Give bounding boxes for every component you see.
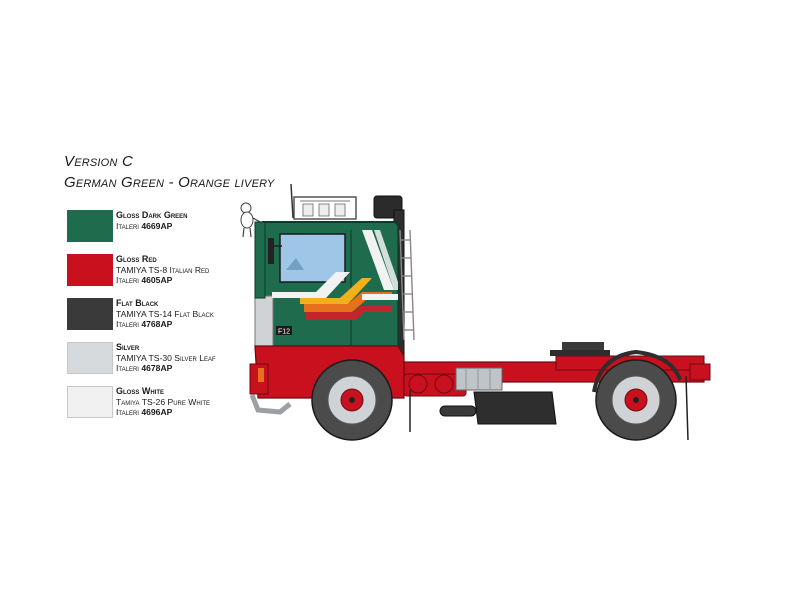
paint-name: Gloss White <box>116 386 164 396</box>
truck-illustration: F12 <box>240 183 711 441</box>
brand-label: Italeri <box>116 220 139 231</box>
tamiya-ref: TAMIYA TS-8 Italian Red <box>116 264 210 275</box>
livery-subtitle: German Green - Orange livery <box>64 174 275 191</box>
front-wheel <box>311 359 393 441</box>
cab-ladder <box>399 229 415 341</box>
cab-window <box>279 230 352 346</box>
paint-code-line: Italeri 4696AP <box>116 407 210 418</box>
paint-name: Silver <box>116 342 140 352</box>
rear-wheel <box>592 349 682 441</box>
paint-code: 4605AP <box>141 275 173 286</box>
legend-item-flat-black: Flat Black TAMIYA TS-14 Flat Black Itale… <box>67 298 247 342</box>
fuel-tank <box>455 367 503 391</box>
cab-white-accent <box>362 230 398 290</box>
paint-code: 4669AP <box>141 220 173 231</box>
paint-code-line: Italeri 4605AP <box>116 275 209 286</box>
tamiya-ref: Tamiya TS-26 Pure White <box>116 396 211 407</box>
paint-name: Flat Black <box>116 298 159 308</box>
mudflaps <box>409 375 689 441</box>
mascot-figure <box>240 202 263 238</box>
roof-light-bar <box>290 183 357 220</box>
color-swatch-silver <box>67 342 113 374</box>
brand-label: Italeri <box>116 363 139 374</box>
brand-label: Italeri <box>116 407 139 418</box>
legend-text: Gloss White Tamiya TS-26 Pure White Ital… <box>116 386 210 418</box>
legend-item-silver: Silver TAMIYA TS-30 Silver Leaf Italeri … <box>67 342 247 386</box>
paint-name: Gloss Dark Green <box>116 210 188 220</box>
legend-text: Gloss Dark Green Italeri 4669AP <box>116 210 188 231</box>
paint-code: 4696AP <box>141 407 173 418</box>
paint-code-line: Italeri 4678AP <box>116 363 216 374</box>
livery-header: Version C German Green - Orange livery <box>64 152 274 192</box>
paint-code-line: Italeri 4669AP <box>116 221 188 232</box>
color-swatch-gloss-dark-green <box>67 210 113 242</box>
legend-item-gloss-white: Gloss White Tamiya TS-26 Pure White Ital… <box>67 386 247 430</box>
brand-label: Italeri <box>116 319 139 330</box>
model-badge: F12 <box>276 326 292 336</box>
tamiya-ref: TAMIYA TS-30 Silver Leaf <box>116 352 216 363</box>
legend-text: Gloss Red TAMIYA TS-8 Italian Red Italer… <box>116 254 209 286</box>
livery-stripes <box>272 272 398 320</box>
fifth-wheel <box>550 342 610 356</box>
version-title: Version C <box>64 153 133 170</box>
color-swatch-gloss-red <box>67 254 113 286</box>
color-swatch-flat-black <box>67 298 113 330</box>
paint-code: 4678AP <box>141 363 173 374</box>
legend-item-gloss-dark-green: Gloss Dark Green Italeri 4669AP <box>67 210 247 254</box>
paint-code: 4768AP <box>141 319 173 330</box>
legend-item-gloss-red: Gloss Red TAMIYA TS-8 Italian Red Italer… <box>67 254 247 298</box>
legend-text: Silver TAMIYA TS-30 Silver Leaf Italeri … <box>116 342 216 374</box>
brand-label: Italeri <box>116 275 139 286</box>
color-legend: Gloss Dark Green Italeri 4669AP Gloss Re… <box>67 210 247 430</box>
paint-name: Gloss Red <box>116 254 157 264</box>
color-swatch-gloss-white <box>67 386 113 418</box>
side-box <box>439 391 557 425</box>
tamiya-ref: TAMIYA TS-14 Flat Black <box>116 308 214 319</box>
model-badge-text: F12 <box>278 329 290 336</box>
side-mirror <box>268 238 282 264</box>
legend-text: Flat Black TAMIYA TS-14 Flat Black Itale… <box>116 298 214 330</box>
paint-code-line: Italeri 4768AP <box>116 319 214 330</box>
